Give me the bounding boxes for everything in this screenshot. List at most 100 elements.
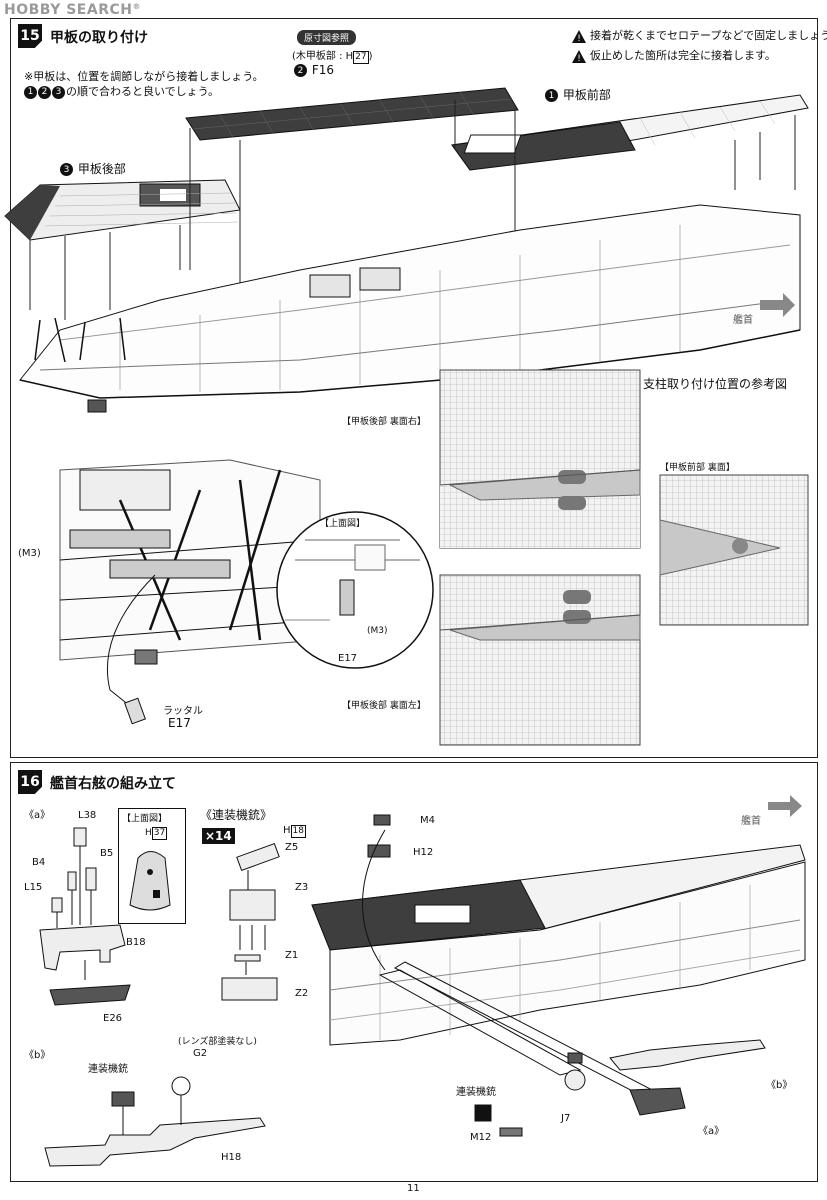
quantity-x14: ×14: [202, 828, 235, 844]
main-h12: H12: [413, 847, 434, 858]
ladder-label: ラッタル: [163, 706, 203, 717]
deck-mid-badge: 2: [294, 64, 307, 77]
sub-a-label: 《a》: [24, 810, 51, 821]
step-15-note-line1: ※甲板は、位置を調節しながら接着しましょう。: [24, 70, 264, 83]
deck-rear-label: 3 甲板後部: [60, 160, 126, 177]
watermark-text: HOBBY SEARCH: [4, 2, 133, 18]
main-bow-label: 艦首: [741, 816, 761, 827]
main-b-label: 《b》: [766, 1080, 793, 1091]
ref-rear-left-image: [439, 574, 641, 746]
ref-front-under-image: [659, 474, 809, 626]
stern-detail-illustration: [59, 459, 434, 725]
main-m4: M4: [420, 815, 435, 826]
part-b5: B5: [100, 848, 114, 859]
deck-rear-text: 甲板後部: [77, 162, 126, 176]
hull: [19, 204, 801, 413]
part-z5: Z5: [285, 842, 299, 853]
sub-a-parts: [39, 827, 131, 1006]
top-view-h-num: 37: [151, 827, 168, 840]
twin-gun-title: 《連装機銃》: [200, 808, 273, 822]
twin-gun-h-num: 18: [290, 825, 306, 838]
twin-gun-h-letter: H: [283, 825, 291, 836]
sub-b-gun-label: 連装機銃: [88, 1064, 128, 1075]
part-b4: B4: [32, 857, 46, 868]
wood-deck-ref-num: 27: [353, 51, 369, 64]
ref-support-title: 支柱取り付け位置の参考図: [643, 377, 788, 391]
stern-detail: [59, 459, 321, 725]
sub-b-label: 《b》: [24, 1050, 51, 1061]
wood-deck-ref-text: (木甲板部 : H: [292, 51, 354, 62]
top-view-h37-caption: 【上面図】: [122, 814, 168, 824]
sub-b-g2: G2: [193, 1048, 208, 1059]
deck-front-badge: 1: [545, 89, 558, 102]
ref-front-under-caption: 【甲板前部 裏面】: [660, 463, 735, 473]
deck-mid-label: 2 F16: [294, 63, 334, 77]
deck-guide-lines: [29, 100, 796, 320]
top-view-detail-circle: [276, 511, 434, 669]
main-a-label: 《a》: [698, 1126, 725, 1137]
top-view-h-letter: H: [145, 828, 152, 838]
bow-label: 艦首: [733, 315, 753, 326]
hobby-search-watermark: HOBBY SEARCH®: [4, 2, 141, 18]
order-badge-3: 3: [52, 85, 65, 99]
sub-b-h18: H18: [221, 1152, 242, 1163]
deck-rear-badge: 3: [60, 163, 73, 176]
step-15-hull-illustration: [4, 87, 809, 413]
ref-rear-left-caption: 【甲板後部 裏面左】: [342, 701, 426, 711]
svg-text:!: !: [577, 34, 581, 44]
part-z1: Z1: [285, 950, 299, 961]
wood-deck-ref-close: ): [368, 51, 373, 62]
ladder-part: E17: [168, 716, 191, 730]
main-j7: J7: [561, 1113, 571, 1124]
deck-front: [451, 94, 809, 171]
top-view-e17: E17: [338, 653, 358, 664]
order-badge-1: 1: [24, 85, 37, 99]
warning-icon: !: [572, 29, 586, 44]
part-z3: Z3: [295, 882, 309, 893]
part-z2: Z2: [295, 988, 309, 999]
deck-front-label: 1 甲板前部: [545, 86, 611, 103]
part-l15: L15: [24, 882, 43, 893]
sub-b-lens-note: (レンズ部塗装なし): [178, 1037, 257, 1047]
ref-rear-right-caption: 【甲板後部 裏面右】: [342, 417, 426, 427]
deck-mid-part: F16: [311, 63, 334, 77]
part-b18: B18: [126, 937, 146, 948]
page-number: 11: [407, 1183, 420, 1194]
warning-icon: !: [572, 49, 586, 64]
warning-line-2: ! 仮止めした箇所は完全に接着します。: [572, 47, 776, 64]
deck-mid-f16: [185, 87, 519, 141]
top-view-caption: 【上面図】: [320, 519, 366, 529]
ref-drawing-pill: 原寸図参照: [297, 30, 357, 45]
watermark-reg: ®: [132, 2, 141, 11]
main-hull-16: [311, 844, 806, 1046]
order-badge-2: 2: [38, 85, 51, 99]
step-15-number: 15: [18, 24, 42, 48]
main-gun-label: 連装機銃: [456, 1087, 496, 1098]
step-15-title: 甲板の取り付け: [50, 30, 148, 46]
svg-text:!: !: [577, 54, 581, 64]
reference-photos: [439, 369, 809, 746]
bow-direction-arrow: [760, 293, 795, 317]
step-16-number: 16: [18, 770, 42, 794]
step-16-title: 艦首右舷の組み立て: [50, 776, 176, 792]
warning-text-2: 仮止めした箇所は完全に接着します。: [590, 49, 776, 62]
main-parts-16: [362, 814, 766, 1137]
main-m12: M12: [470, 1132, 492, 1143]
part-e26: E26: [103, 1013, 123, 1024]
part-l38: L38: [78, 810, 97, 821]
detail-m3-label: (M3): [18, 548, 41, 559]
ref-rear-right-image: [439, 369, 641, 549]
top-view-m3: (M3): [367, 626, 388, 636]
deck-front-text: 甲板前部: [562, 88, 611, 102]
deck-rear: [4, 179, 241, 241]
warning-line-1: !接着が乾くまでセロテープなどで固定しましょう。: [572, 27, 827, 44]
